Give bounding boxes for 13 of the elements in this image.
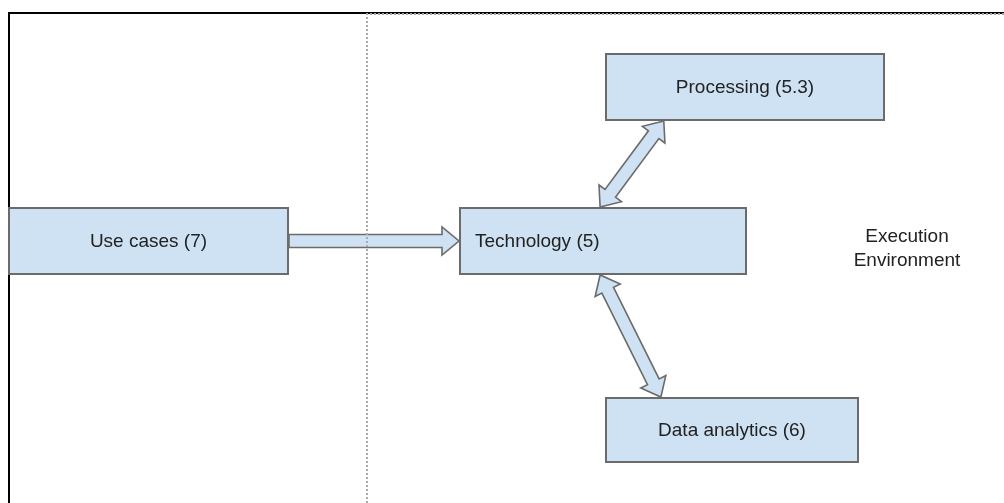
box-label: Processing (5.3) — [675, 76, 815, 98]
block-arrow — [288, 225, 461, 257]
environment-region — [366, 13, 1004, 503]
process-box — [8, 207, 289, 275]
process-box — [605, 397, 859, 463]
block-arrow — [594, 273, 667, 399]
box-label: Use cases (7) — [89, 230, 208, 252]
region-label: Execution Environment — [852, 224, 962, 272]
process-box — [459, 207, 747, 275]
process-box — [605, 53, 885, 121]
block-arrow — [598, 120, 666, 208]
box-label: Technology (5) — [475, 230, 600, 252]
box-label: Data analytics (6) — [658, 419, 806, 441]
